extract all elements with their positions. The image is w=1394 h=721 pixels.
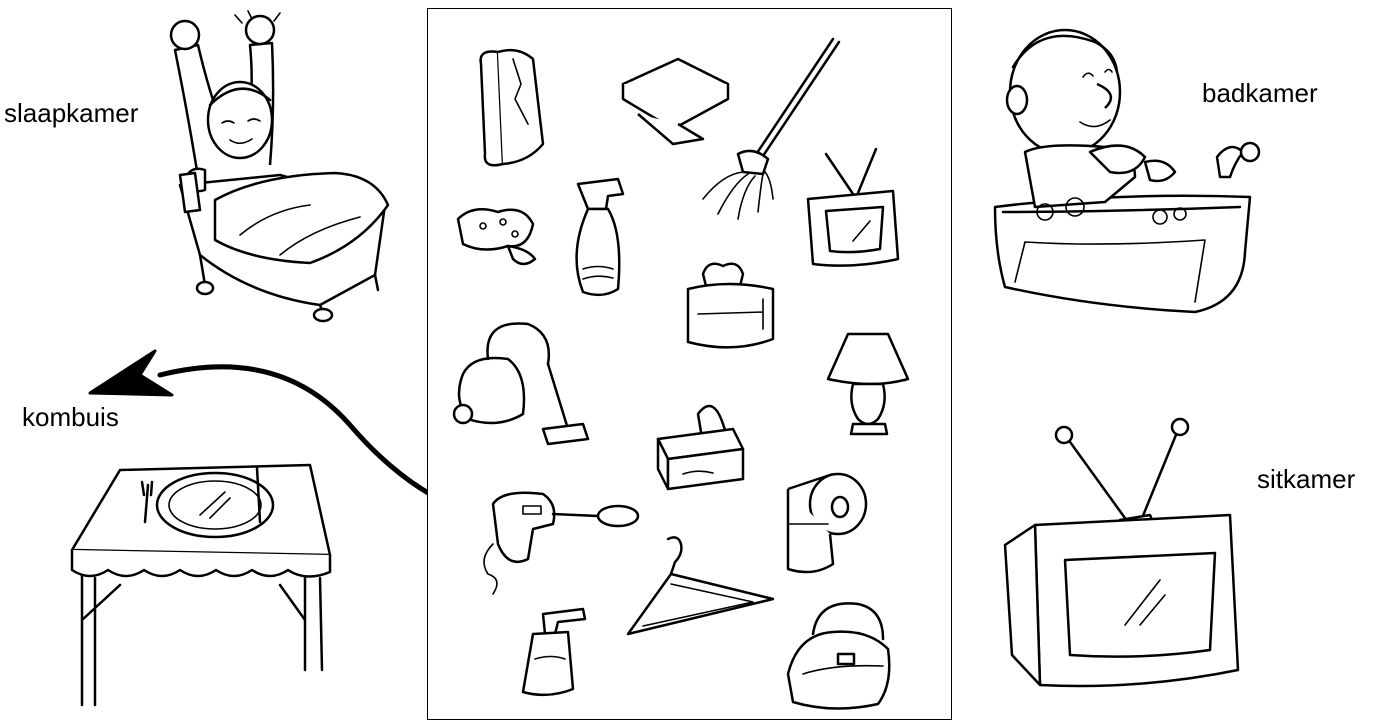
toaster-icon[interactable]	[688, 264, 773, 348]
living-room-label: sitkamer	[1257, 464, 1355, 495]
television-icon	[1000, 415, 1245, 710]
bathroom-illustration[interactable]	[985, 12, 1265, 317]
tissue-box-icon[interactable]	[658, 406, 743, 489]
bedroom-illustration[interactable]	[160, 5, 400, 325]
hand-mixer-icon[interactable]	[484, 493, 638, 594]
television-icon[interactable]	[808, 149, 898, 266]
child-in-bath-icon	[985, 12, 1265, 317]
kitchen-illustration[interactable]	[60, 460, 350, 710]
mop-icon[interactable]	[703, 39, 839, 219]
vacuum-cleaner-icon[interactable]	[454, 323, 588, 444]
folded-towel-icon[interactable]	[623, 59, 728, 144]
child-in-bed-icon	[160, 5, 400, 325]
table-lamp-icon[interactable]	[828, 334, 908, 434]
soap-dispenser-icon[interactable]	[523, 609, 585, 695]
paper-towel-roll-icon[interactable]	[481, 50, 543, 165]
living-room-illustration[interactable]	[1000, 415, 1245, 710]
clothes-hanger-icon[interactable]	[628, 537, 773, 634]
toilet-paper-icon[interactable]	[788, 474, 866, 572]
set-table-icon	[60, 460, 350, 710]
sponge-icon[interactable]	[458, 209, 535, 264]
spray-bottle-icon[interactable]	[577, 179, 623, 295]
handbag-icon[interactable]	[788, 603, 889, 708]
bedroom-label: slaapkamer	[4, 98, 138, 129]
items-panel	[427, 8, 952, 720]
household-items	[428, 9, 953, 721]
